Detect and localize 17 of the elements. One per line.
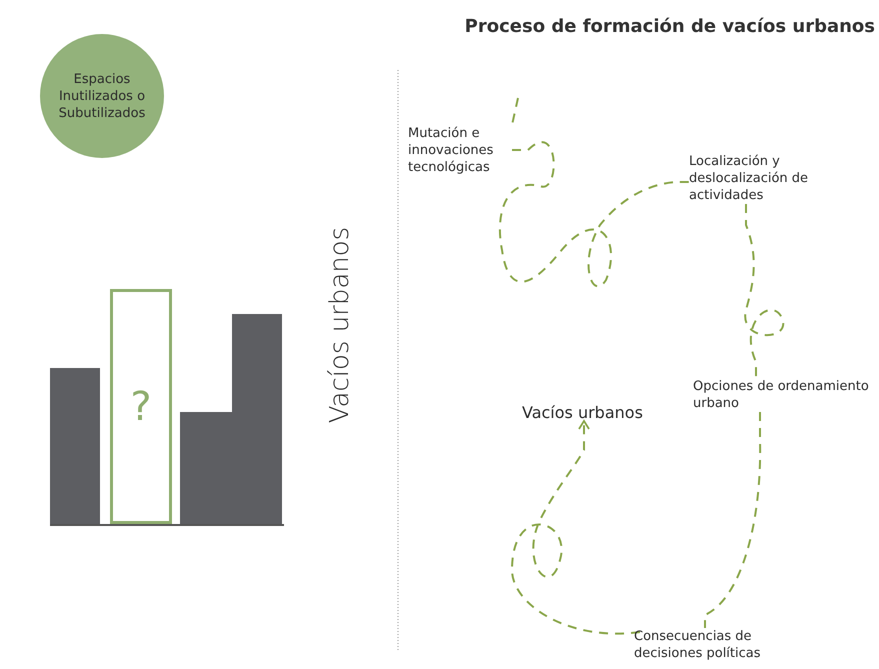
result-label: Vacíos urbanos <box>522 403 662 422</box>
stage-label: Mutación e innovaciones tecnológicas <box>408 125 512 176</box>
stage-label: Opciones de ordenamiento urbano <box>693 378 869 412</box>
question-building: ? <box>110 289 172 524</box>
vertical-label: Vacíos urbanos <box>325 226 355 424</box>
connector-line <box>744 204 784 378</box>
building-bar <box>232 314 282 524</box>
connector-line <box>511 98 519 126</box>
building-bar <box>180 412 232 524</box>
building-bar <box>50 368 100 524</box>
arrow <box>511 420 641 635</box>
connector-line <box>498 142 689 287</box>
category-circle: Espacios Inutilizados o Subutilizados <box>40 34 164 158</box>
diagram-title: Proceso de formación de vacíos urbanos <box>464 16 875 37</box>
stage-label: Localización y deslocalización de actividades <box>689 153 849 204</box>
stage-label: Consecuencias de decisiones políticas <box>634 628 794 662</box>
connector-line <box>704 412 762 628</box>
